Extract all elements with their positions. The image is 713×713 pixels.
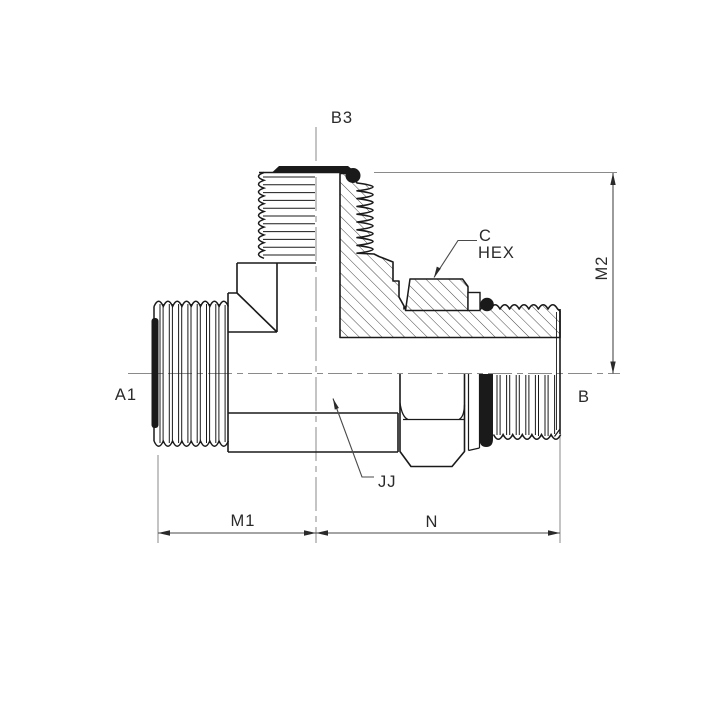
label-dim-n: N	[426, 513, 439, 531]
hex-callout-leader	[433, 239, 477, 278]
shoulder-lines	[228, 262, 316, 333]
branch-thread-silhouette	[257, 171, 267, 260]
locknut-flat-line	[399, 402, 466, 421]
label-left-port: A1	[115, 386, 137, 404]
drawing-labels: B3 A1 B C HEX JJ M1 N M2	[115, 109, 611, 531]
m1-arrow-left	[158, 530, 170, 536]
top-oring-section	[345, 168, 361, 183]
left-port-threads	[151, 300, 230, 447]
right-port-end-chamfer	[554, 428, 561, 437]
left-port-seal-band	[151, 318, 159, 428]
n-arrow-left	[316, 530, 328, 536]
locknut-external	[399, 374, 466, 468]
m2-arrow-bottom	[610, 361, 616, 374]
m1-arrow-right	[304, 530, 316, 536]
label-right-port: B	[578, 388, 590, 406]
m2-arrow-top	[610, 173, 616, 185]
top-seal-band	[272, 166, 356, 173]
oring-external-band	[479, 374, 493, 447]
left-port-thread-lines	[159, 304, 226, 443]
right-port-bottom-crest	[492, 432, 562, 440]
label-dim-m2: M2	[593, 256, 611, 281]
oring-section	[480, 297, 494, 312]
body-bottom-lines	[228, 412, 399, 453]
jj-callout-leader	[332, 398, 374, 478]
dimension-lines	[158, 173, 614, 534]
callout-leaders	[332, 239, 477, 478]
right-port-threads	[492, 309, 562, 440]
n-arrow-right	[548, 530, 560, 536]
washer-section	[467, 291, 481, 312]
right-port-thread-lines	[496, 375, 556, 436]
body-shoulder-profile	[227, 262, 399, 453]
dimension-arrows	[158, 173, 616, 536]
branch-thread-lines	[263, 176, 315, 256]
locknut-external-outline	[399, 374, 466, 468]
label-hex-callout-c: C	[479, 227, 492, 245]
label-jj-callout: JJ	[378, 473, 397, 491]
label-branch-port: B3	[331, 109, 353, 127]
hex-leader-arrowhead	[434, 266, 441, 278]
jj-leader-arrowhead	[333, 398, 339, 410]
locknut-section	[404, 278, 469, 312]
label-hex-callout-hex: HEX	[478, 244, 515, 262]
label-dim-m1: M1	[231, 512, 256, 530]
locknut-section-hatch	[404, 278, 469, 312]
